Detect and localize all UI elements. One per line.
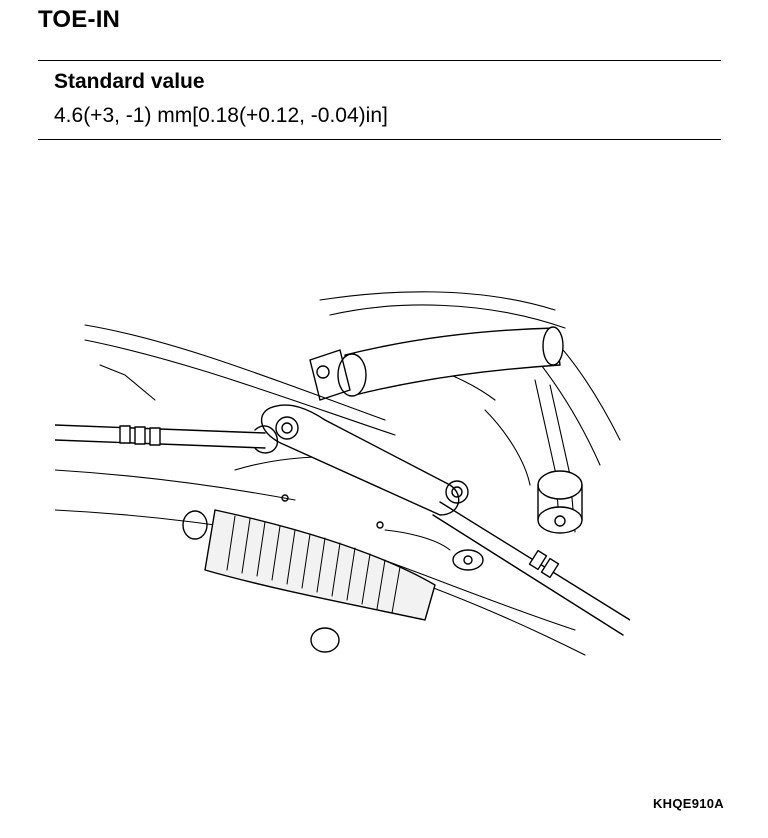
- wrench-left: [55, 424, 279, 454]
- section-title: TOE-IN: [38, 6, 121, 33]
- standard-value-label: Standard value: [54, 70, 205, 93]
- wrench-right: [432, 501, 630, 636]
- toe-in-adjustment-illustration: [55, 291, 630, 656]
- exhaust-muffler: [182, 509, 436, 653]
- toe-adjuster-link: [260, 404, 469, 516]
- lock-nut: [452, 549, 484, 571]
- bottom-divider: [38, 139, 721, 140]
- top-divider: [38, 60, 721, 61]
- standard-value-text: 4.6(+3, -1) mm[0.18(+0.12, -0.04)in]: [54, 104, 388, 127]
- rubber-bushing: [537, 470, 583, 534]
- crossmember-bar: [309, 326, 564, 401]
- figure-code: KHQE910A: [652, 796, 724, 811]
